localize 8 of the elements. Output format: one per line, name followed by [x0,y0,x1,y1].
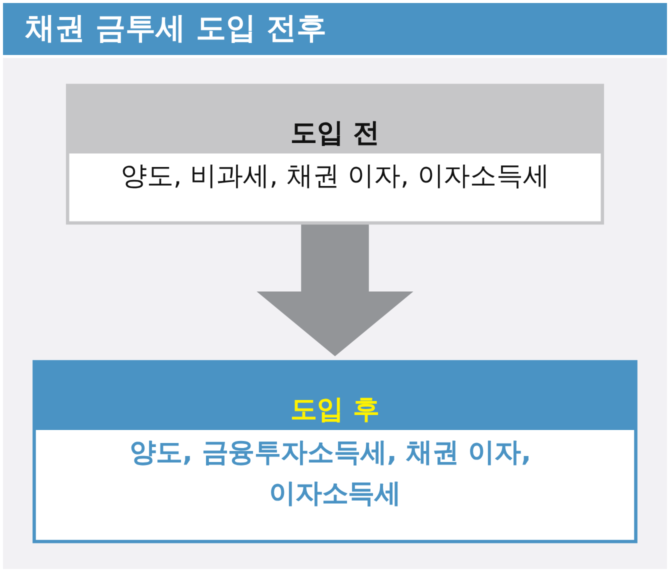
box-heading: 도입 후 [290,393,380,425]
arrow [256,222,414,356]
title: 채권 금투세 도입 전후 [3,3,667,55]
box-heading: 도입 전 [290,116,380,148]
node-box [66,84,604,225]
box-text: 양도, 금융투자소득세, 채권 이자, 이자소득세 [130,435,532,510]
node-box [32,360,638,544]
box-text: 양도, 비과세, 채권 이자, 이자소득세 [120,159,550,191]
